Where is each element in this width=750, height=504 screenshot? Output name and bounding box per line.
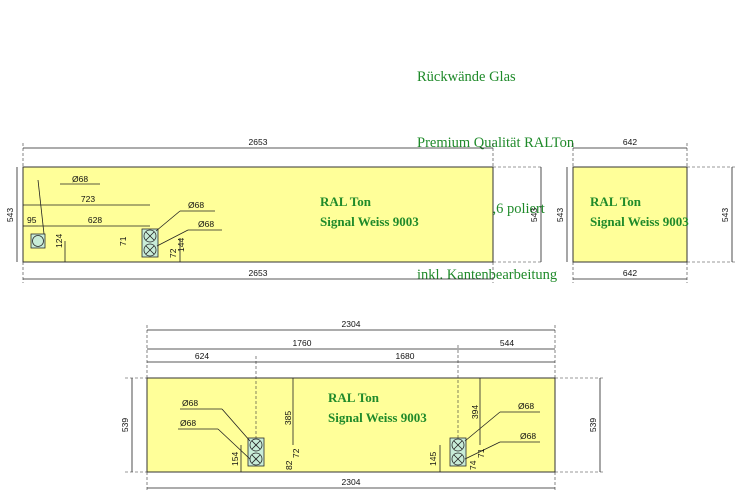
panel-1: 2653 2653 543 543 723 628 95 Ø68 Ø68: [5, 137, 543, 283]
dim-72: 72: [168, 248, 178, 258]
panel-3-width-bottom: 2304: [342, 477, 361, 487]
dim-dia-68-d: Ø68: [520, 431, 536, 441]
dim-624: 624: [195, 351, 209, 361]
panel-1-width-top: 2653: [249, 137, 268, 147]
panel-1-glass: [22, 166, 494, 263]
dim-1680: 1680: [396, 351, 415, 361]
dim-dia-68-a: Ø68: [72, 174, 88, 184]
dim-394: 394: [470, 405, 480, 419]
panel-1-hole: [32, 235, 44, 247]
dim-82: 82: [284, 460, 294, 470]
dim-145: 145: [428, 452, 438, 466]
panel-1-height-right: 543: [529, 208, 539, 222]
dim-71: 71: [118, 236, 128, 246]
note-line: Premium Qualität RALTon: [417, 135, 575, 151]
dim-72: 72: [291, 448, 301, 458]
dim-723: 723: [81, 194, 95, 204]
panel-3-height-right: 539: [588, 418, 598, 432]
dim-544: 544: [500, 338, 514, 348]
dim-71: 71: [476, 448, 486, 458]
panel-2-width-top: 642: [623, 137, 637, 147]
dim-124: 124: [54, 234, 64, 248]
panel-2-height-left: 543: [555, 208, 565, 222]
panel-3-width-top: 2304: [342, 319, 361, 329]
dim-dia-68-b: Ø68: [180, 418, 196, 428]
dim-dia-68-a: Ø68: [182, 398, 198, 408]
panel-1-width-bottom: 2653: [249, 268, 268, 278]
note-line: Rückwände Glas: [417, 69, 516, 85]
dim-dia-68-c: Ø68: [518, 401, 534, 411]
panel-3-label-line2: Signal Weiss 9003: [328, 410, 427, 425]
panel-3-height-left: 539: [120, 418, 130, 432]
panel-1-label-line2: Signal Weiss 9003: [320, 214, 419, 229]
dim-628: 628: [88, 215, 102, 225]
panel-1-height-left: 543: [5, 208, 15, 222]
dim-154: 154: [230, 452, 240, 466]
panel-3: 2304 1760 544 624 1680 2304 539 539: [120, 319, 605, 492]
dim-dia-68-c: Ø68: [198, 219, 214, 229]
dim-95: 95: [27, 215, 37, 225]
panel-2-label-line1: RAL Ton: [590, 194, 642, 209]
dim-74: 74: [468, 460, 478, 470]
panel-2-height-right: 543: [720, 208, 730, 222]
dim-1760: 1760: [293, 338, 312, 348]
panel-2: 642 642 543 543 RAL Ton Signal Weiss 900…: [555, 137, 735, 283]
panel-2-width-bottom: 642: [623, 268, 637, 278]
dim-385: 385: [283, 411, 293, 425]
dim-144: 144: [176, 238, 186, 252]
panel-2-glass: [572, 166, 688, 263]
panel-3-glass: [146, 377, 556, 473]
panel-2-label-line2: Signal Weiss 9003: [590, 214, 689, 229]
dim-dia-68-b: Ø68: [188, 200, 204, 210]
panel-1-label-line1: RAL Ton: [320, 194, 372, 209]
panel-3-label-line1: RAL Ton: [328, 390, 380, 405]
